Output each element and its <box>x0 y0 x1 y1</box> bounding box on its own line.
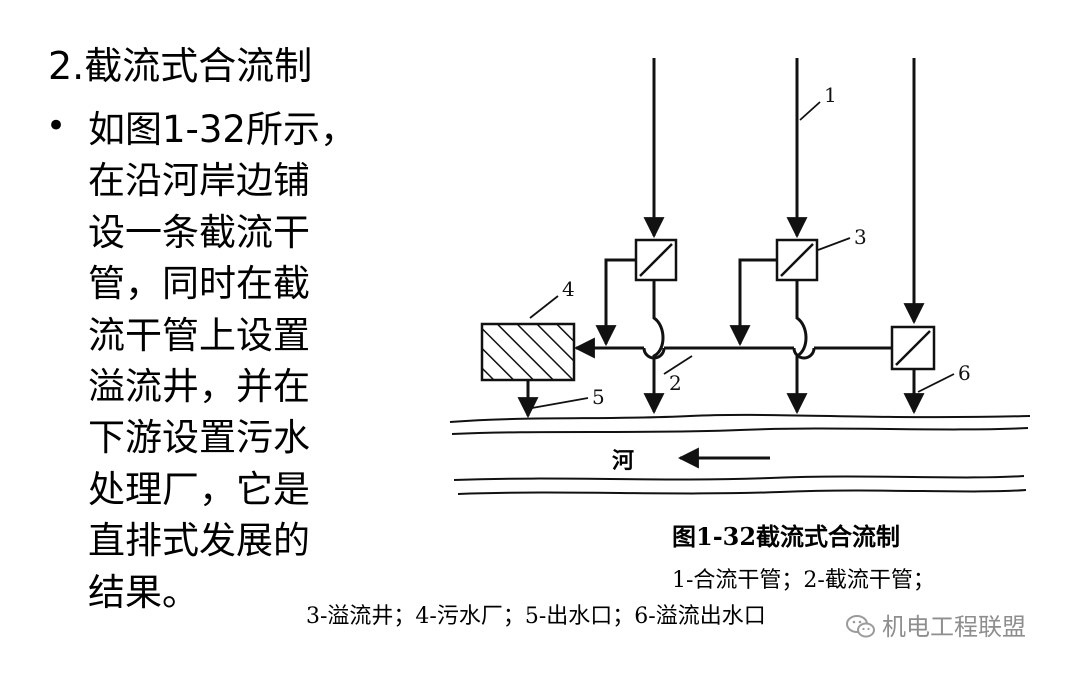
body-line: 管，同时在截 <box>88 262 310 306</box>
body-line: 在沿河岸边铺 <box>88 159 310 203</box>
label-6: 6 <box>958 361 971 385</box>
well-branches <box>595 258 777 347</box>
river-label: 河 <box>612 448 634 474</box>
treatment-plant <box>480 322 576 419</box>
combined-sewer-mains <box>643 58 925 325</box>
interceptor-main <box>573 337 892 360</box>
bullet-dot: • <box>46 106 67 146</box>
overflow-outfalls <box>643 280 925 415</box>
wechat-icon <box>846 615 875 638</box>
watermark-text: 机电工程联盟 <box>882 613 1026 641</box>
label-3: 3 <box>854 225 867 249</box>
figure-legend-line-2: 3-溢流井；4-污水厂；5-出水口；6-溢流出水口 <box>306 604 766 629</box>
label-4: 4 <box>562 277 575 301</box>
body-line: 直排式发展的 <box>88 519 310 563</box>
watermark: 机电工程联盟 <box>846 612 1026 642</box>
body-line: 结果。 <box>88 570 199 614</box>
body-paragraph: 如图1-32所示， 在沿河岸边铺 设一条截流干 管，同时在截 流干管上设置 溢流… <box>88 104 378 618</box>
body-line: 下游设置污水 <box>88 416 310 460</box>
figure-caption: 图1-32截流式合流制 <box>672 522 901 551</box>
figure-legend-line-1: 1-合流干管；2-截流干管； <box>672 568 935 593</box>
river <box>449 413 1031 495</box>
body-line: 如图1-32所示， <box>88 108 357 151</box>
overflow-wells <box>634 238 936 371</box>
label-5: 5 <box>592 385 605 409</box>
body-line: 处理厂，它是 <box>88 467 310 511</box>
label-1: 1 <box>824 83 837 107</box>
body-line: 溢流井，并在 <box>88 365 310 409</box>
body-line: 设一条截流干 <box>88 210 310 254</box>
body-line: 流干管上设置 <box>88 313 310 357</box>
sewer-system-diagram: 河 <box>449 58 1031 495</box>
leader-lines <box>529 101 955 409</box>
page-title: 2.截流式合流制 <box>48 44 313 88</box>
label-2: 2 <box>669 371 682 395</box>
